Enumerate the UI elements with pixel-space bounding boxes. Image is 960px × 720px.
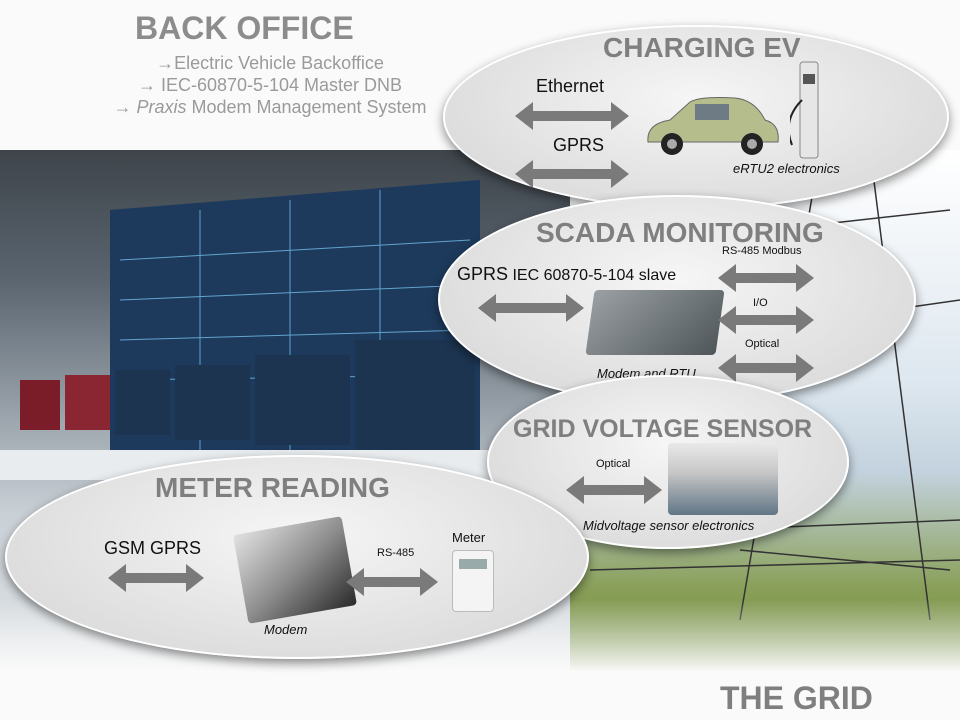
meter-rs485-arrow xyxy=(346,568,438,596)
io-label: I/O xyxy=(753,297,768,309)
scada-side-arrows xyxy=(718,264,814,382)
ev-car-icon xyxy=(647,97,779,155)
meter-gsm-arrow xyxy=(108,564,204,592)
gsm-gprs-label: GSM GPRS xyxy=(104,538,202,558)
double-arrow-icon xyxy=(515,102,629,130)
sensor-electronics-photo xyxy=(668,443,778,515)
modem-caption: Modem xyxy=(264,622,308,637)
back-office-list: →Electric Vehicle Backoffice → IEC-60870… xyxy=(100,52,440,118)
double-arrow-icon xyxy=(108,564,204,592)
meter-label: Meter xyxy=(452,530,486,545)
back-office-item: → Praxis Modem Management System xyxy=(113,97,427,117)
meter-device-icon xyxy=(452,550,494,612)
double-arrow-icon xyxy=(566,476,662,504)
back-office-title: BACK OFFICE xyxy=(135,10,354,46)
scada-gprs-arrow xyxy=(478,294,584,322)
the-grid-title: THE GRID xyxy=(720,680,873,716)
back-office-item: → IEC-60870-5-104 Master DNB xyxy=(137,75,403,95)
double-arrow-icon xyxy=(718,264,814,292)
modem-rtu-photo xyxy=(585,290,725,355)
ethernet-label: Ethernet xyxy=(536,76,605,96)
meter-rs485-label: RS-485 xyxy=(377,547,415,559)
sensor-arrow xyxy=(566,476,662,504)
charging-pole-icon xyxy=(790,61,819,159)
double-arrow-icon xyxy=(718,306,814,334)
scada-gprs-label: GPRS IEC 60870-5-104 slave xyxy=(457,264,677,284)
double-arrow-icon xyxy=(718,354,814,382)
double-arrow-icon xyxy=(346,568,438,596)
meter-reading-title: METER READING xyxy=(155,472,390,503)
ertu2-caption: eRTU2 electronics xyxy=(733,161,840,176)
rs485-modbus-label: RS-485 Modbus xyxy=(722,245,802,257)
sensor-caption: Midvoltage sensor electronics xyxy=(583,518,755,533)
scada-optical-label: Optical xyxy=(745,338,780,350)
charging-arrows xyxy=(515,102,629,188)
double-arrow-icon xyxy=(478,294,584,322)
sensor-optical-label: Optical xyxy=(596,458,631,470)
scada-title: SCADA MONITORING xyxy=(536,217,824,248)
meter-modem-photo xyxy=(233,516,357,624)
back-office-item: →Electric Vehicle Backoffice xyxy=(156,53,384,73)
gprs-label: GPRS xyxy=(553,135,605,155)
double-arrow-icon xyxy=(515,160,629,188)
grid-sensor-title: GRID VOLTAGE SENSOR xyxy=(513,415,813,443)
charging-ev-title: CHARGING EV xyxy=(603,32,801,63)
